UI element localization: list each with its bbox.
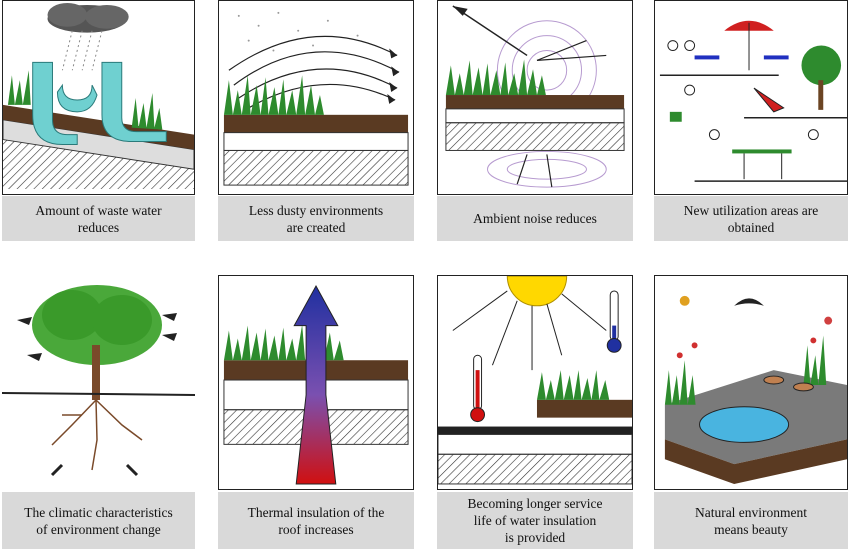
sun-thermometer-icon [438,276,632,485]
caption-text: Becoming longer service life of water in… [467,496,603,545]
caption-beauty: Natural environment means beauty [654,492,848,549]
noise-waves-icon [445,5,625,188]
caption-climate: The climatic characteristics of environm… [2,492,195,549]
caption-text: The climatic characteristics of environm… [24,504,173,537]
caption-utilization: New utilization areas are obtained [654,196,848,241]
caption-text: Thermal insulation of the roof increases [247,504,385,537]
noise-illustration [437,0,633,195]
caption-waste-water: Amount of waste water reduces [2,196,195,241]
thermal-illustration [218,275,414,490]
caption-text: Less dusty environments are created [248,202,384,235]
caption-text: Amount of waste water reduces [35,202,162,235]
dust-illustration [218,0,414,195]
waste-water-icon [3,2,194,190]
beauty-illustration [654,275,848,490]
caption-text: Natural environment means beauty [694,504,808,537]
caption-dust: Less dusty environments are created [218,196,414,241]
caption-thermal: Thermal insulation of the roof increases [218,492,414,549]
caption-text: Ambient noise reduces [473,211,597,226]
utilization-illustration [654,0,848,195]
climate-illustration [2,275,195,490]
thermal-arrow-icon [223,284,409,485]
caption-service-life: Becoming longer service life of water in… [437,492,633,549]
garden-pond-icon [664,295,847,484]
service-life-illustration [437,275,633,490]
caption-text: New utilization areas are obtained [683,202,819,235]
dust-wind-icon [223,11,409,186]
rooftop-leisure-icon [659,20,847,182]
tree-climate-icon [2,285,195,477]
waste-water-illustration [2,0,195,195]
caption-noise: Ambient noise reduces [437,196,633,241]
